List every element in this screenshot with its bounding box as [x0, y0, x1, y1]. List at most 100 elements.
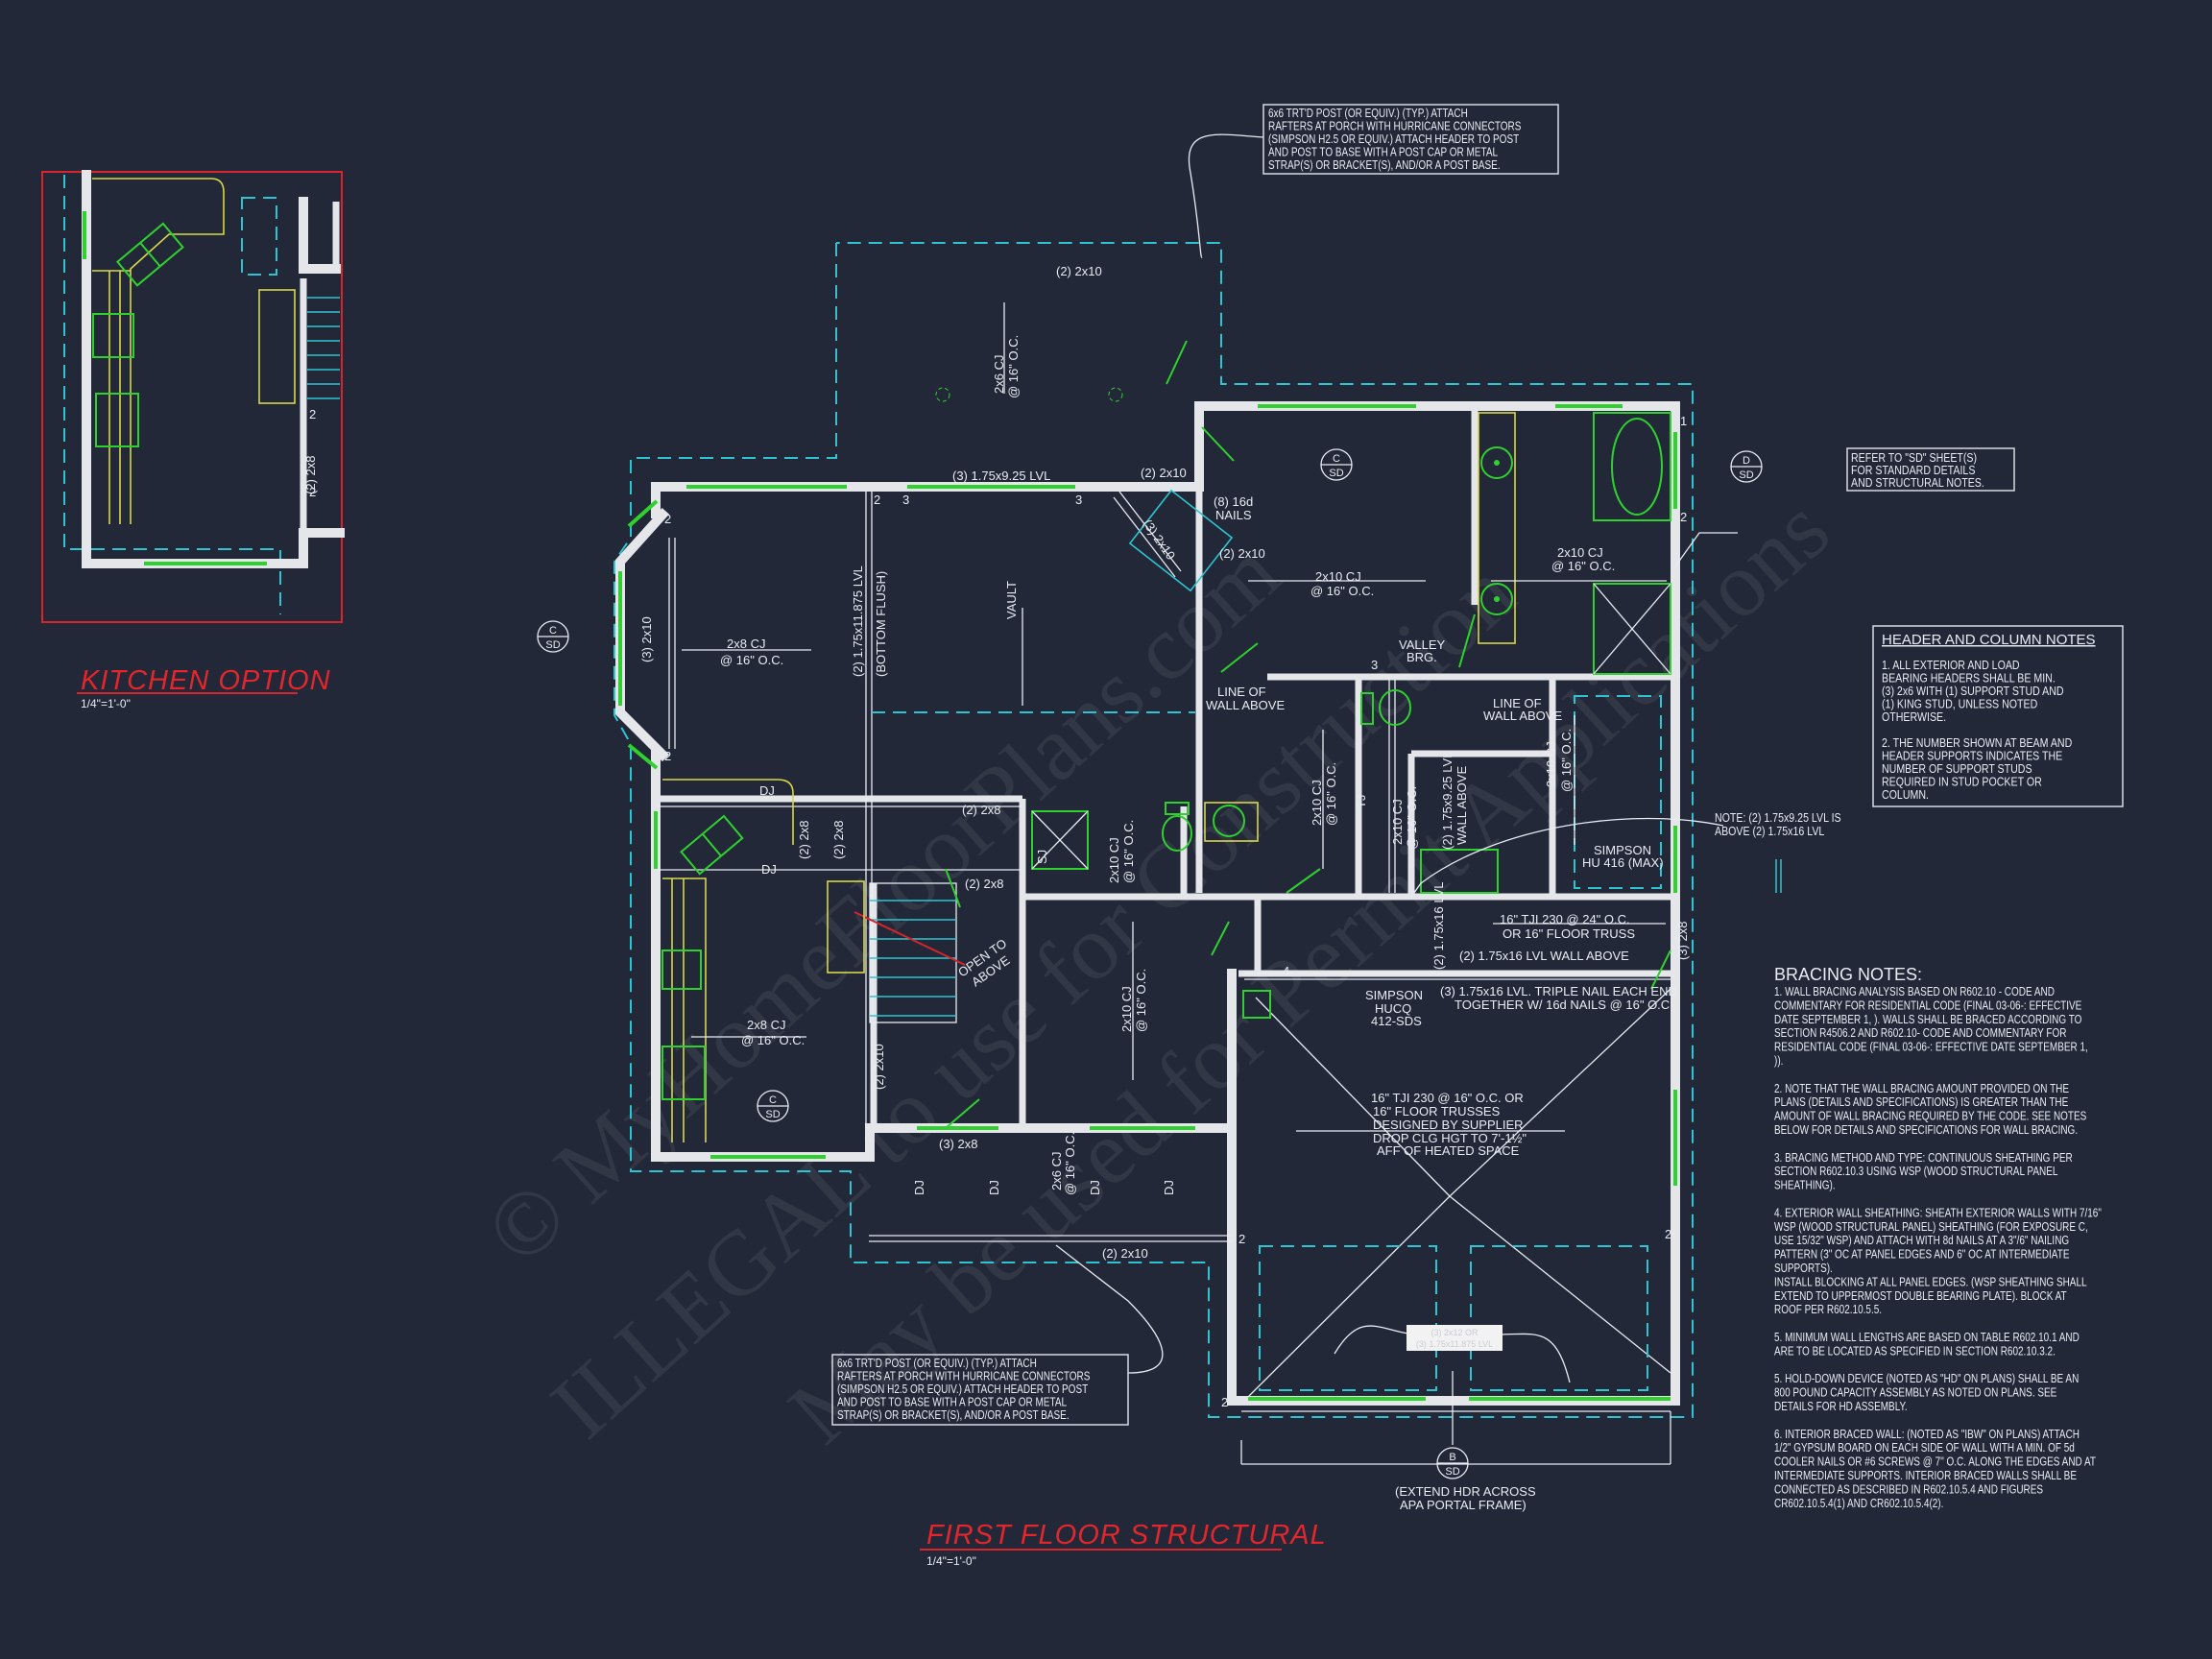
kitchen-option-scale: 1/4"=1'-0": [81, 697, 131, 710]
svg-text:@ 16" O.C.: @ 16" O.C.: [1551, 559, 1615, 573]
drawing-scale: 1/4"=1'-0": [926, 1554, 976, 1568]
svg-text:(3) 2x12 OR: (3) 2x12 OR: [1431, 1328, 1479, 1337]
note-line: USE 15/32" WSP) AND ATTACH WITH 8d NAILS…: [1774, 1235, 2069, 1247]
svg-text:VAULT: VAULT: [1004, 581, 1019, 619]
svg-text:HEADER AND COLUMN NOTES: HEADER AND COLUMN NOTES: [1882, 632, 2096, 648]
svg-text:SIMPSON: SIMPSON: [1594, 843, 1651, 857]
svg-text:2: 2: [1665, 1227, 1671, 1241]
svg-text:16" TJI 230 @ 24" O.C.: 16" TJI 230 @ 24" O.C.: [1500, 912, 1630, 926]
note-line: COLUMN.: [1882, 788, 1929, 802]
svg-text:SD: SD: [1739, 469, 1753, 481]
note-line: CR602.10.5.4(1) AND CR602.10.5.4(2).: [1774, 1498, 1943, 1510]
header-column-notes: HEADER AND COLUMN NOTES 1. ALL EXTERIOR …: [1872, 625, 2124, 807]
exterior-wall: [1194, 401, 1680, 1406]
note-line: (3) 2x6 WITH (1) SUPPORT STUD AND: [1882, 685, 2064, 698]
note-line: 5. MINIMUM WALL LENGTHS ARE BASED ON TAB…: [1774, 1332, 2080, 1344]
svg-text:(2) 2x8: (2) 2x8: [797, 821, 811, 859]
svg-text:412-SDS: 412-SDS: [1371, 1014, 1422, 1028]
svg-text:@ 16" O.C.: @ 16" O.C.: [1134, 969, 1148, 1032]
note-line: 6. INTERIOR BRACED WALL: (NOTED AS "IBW"…: [1774, 1429, 2080, 1441]
note-line: SHEATHING).: [1774, 1180, 1836, 1192]
svg-text:DJ: DJ: [1162, 1180, 1176, 1195]
svg-text:DROP CLG HGT TO 7'-1½": DROP CLG HGT TO 7'-1½": [1373, 1131, 1527, 1145]
note-line: RESIDENTIAL CODE (FINAL 03-06-: EFFECTIV…: [1774, 1042, 2088, 1054]
note-line: COMMENTARY FOR RESIDENTIAL CODE (FINAL 0…: [1774, 999, 2082, 1012]
svg-text:(2) 1.75x11.875 LVL: (2) 1.75x11.875 LVL: [851, 565, 865, 677]
svg-text:(8) 16d: (8) 16d: [1214, 494, 1253, 509]
svg-text:3: 3: [1075, 493, 1082, 507]
note-line: )).: [1774, 1055, 1783, 1068]
svg-text:(2) 1.75x16 LVL WALL ABOVE: (2) 1.75x16 LVL WALL ABOVE: [1459, 949, 1629, 963]
note-line: ABOVE (2) 1.75x16 LVL: [1715, 825, 1825, 838]
note-line: NUMBER OF SUPPORT STUDS: [1882, 762, 2032, 776]
svg-text:SD: SD: [1329, 468, 1343, 479]
svg-text:BRACING NOTES:: BRACING NOTES:: [1774, 965, 1922, 984]
svg-text:DJ: DJ: [1088, 1180, 1102, 1195]
main-floor-plan: (3) 2x12 OR (3) 1.75x11.875 LVL: [613, 133, 1738, 1465]
note-line: (1) KING STUD, UNLESS NOTED: [1882, 698, 2037, 711]
svg-text:AFF OF HEATED SPACE: AFF OF HEATED SPACE: [1377, 1143, 1520, 1158]
note-line: INSTALL BLOCKING AT ALL PANEL EDGES. (WS…: [1774, 1276, 2087, 1288]
svg-text:@ 16" O.C.: @ 16" O.C.: [1559, 729, 1574, 792]
svg-text:(2) 1.75x16 LVL: (2) 1.75x16 LVL: [1431, 881, 1446, 970]
svg-text:SIMPSON: SIMPSON: [1365, 988, 1423, 1002]
note-line: STRAP(S) OR BRACKET(S), AND/OR A POST BA…: [837, 1409, 1070, 1422]
svg-text:(3) 2x8: (3) 2x8: [1675, 922, 1690, 960]
svg-text:@ 16" O.C.: @ 16" O.C.: [1121, 820, 1136, 883]
svg-text:2x10 CJ: 2x10 CJ: [1557, 545, 1603, 560]
note-line: WSP (WOOD STRUCTURAL PANEL) SHEATHING (F…: [1774, 1221, 2088, 1234]
svg-text:SD: SD: [545, 639, 560, 651]
svg-text:NAILS: NAILS: [1215, 508, 1252, 522]
washer-dryer: [1420, 849, 1499, 894]
note-line: (SIMPSON H2.5 OR EQUIV.) ATTACH HEADER T…: [837, 1383, 1088, 1396]
kitchen-option-frame: [41, 171, 343, 623]
joist-arrows: [682, 302, 1667, 1132]
note-line: REFER TO "SD" SHEET(S): [1851, 451, 1977, 465]
note-line: STRAP(S) OR BRACKET(S), AND/OR A POST BA…: [1268, 159, 1501, 172]
note-line: SECTION R602.10.3 USING WSP (WOOD STRUCT…: [1774, 1166, 2057, 1178]
svg-text:WALL ABOVE: WALL ABOVE: [1483, 709, 1562, 723]
beams: [658, 491, 1671, 1465]
note-line: ROOF PER R602.10.5.5.: [1774, 1304, 1882, 1316]
svg-text:(3) 1.75x9.25 LVL: (3) 1.75x9.25 LVL: [952, 469, 1050, 483]
svg-text:1: 1: [1680, 414, 1687, 428]
svg-text:(2) 2x8: (2) 2x8: [965, 877, 1003, 891]
section-marker: BSD: [1436, 1447, 1469, 1479]
svg-text:C: C: [549, 625, 557, 637]
note-line: 2. NOTE THAT THE WALL BRACING AMOUNT PRO…: [1774, 1083, 2069, 1095]
post-icon: [935, 387, 950, 402]
svg-text:C: C: [769, 1094, 777, 1106]
svg-text:(2) 2x10: (2) 2x10: [872, 1044, 886, 1090]
svg-text:16" TJI 230 @ 16" O.C. OR: 16" TJI 230 @ 16" O.C. OR: [1371, 1091, 1524, 1105]
note-line: 6x6 TRT'D POST (OR EQUIV.) (TYP.) ATTACH: [837, 1358, 1037, 1370]
svg-text:(3) 2x8: (3) 2x8: [939, 1137, 977, 1151]
range: [92, 313, 134, 358]
exterior-wall: [651, 482, 1204, 518]
svg-text:(BOTTOM FLUSH): (BOTTOM FLUSH): [874, 571, 888, 677]
svg-text:(3) 1.75x16 LVL. TRIPLE NAIL E: (3) 1.75x16 LVL. TRIPLE NAIL EACH END: [1440, 984, 1677, 998]
plan-labels: (2) 2x10 2x6 CJ @ 16" O.C. (3) 1.75x9.25…: [639, 264, 1690, 1512]
svg-text:LINE OF: LINE OF: [1217, 685, 1266, 699]
kitchen-counter: [92, 178, 225, 524]
note-line: 1. ALL EXTERIOR AND LOAD: [1882, 659, 2020, 672]
svg-text:@ 16" O.C.: @ 16" O.C.: [1006, 335, 1021, 398]
section-marker: CSD: [757, 1090, 789, 1122]
svg-text:VALLEY: VALLEY: [1399, 637, 1446, 652]
svg-text:(3) 2x10: (3) 2x10: [639, 616, 654, 662]
kitchen-option-plan: (2) 2x8 2 2: [41, 170, 345, 623]
kitchen: [661, 779, 865, 1142]
refrigerator: [95, 393, 139, 447]
svg-text:2: 2: [1221, 1395, 1228, 1409]
kitchen-island: [827, 880, 865, 974]
bracing-notes: BRACING NOTES: 1. WALL BRACING ANALYSIS …: [1774, 965, 2102, 1510]
stair-treads: [307, 297, 340, 399]
note-line: AND STRUCTURAL NOTES.: [1851, 476, 1984, 490]
note-line: 1. WALL BRACING ANALYSIS BASED ON R602.1…: [1774, 986, 2055, 998]
note-line: RAFTERS AT PORCH WITH HURRICANE CONNECTO…: [1268, 121, 1522, 133]
svg-text:2x6 CJ: 2x6 CJ: [1049, 1152, 1064, 1190]
cut-line: [854, 911, 966, 966]
svg-text:HU 416 (MAX): HU 416 (MAX): [1582, 855, 1664, 870]
skylight-outline: [1128, 489, 1234, 592]
svg-text:WALL ABOVE: WALL ABOVE: [1455, 766, 1469, 845]
